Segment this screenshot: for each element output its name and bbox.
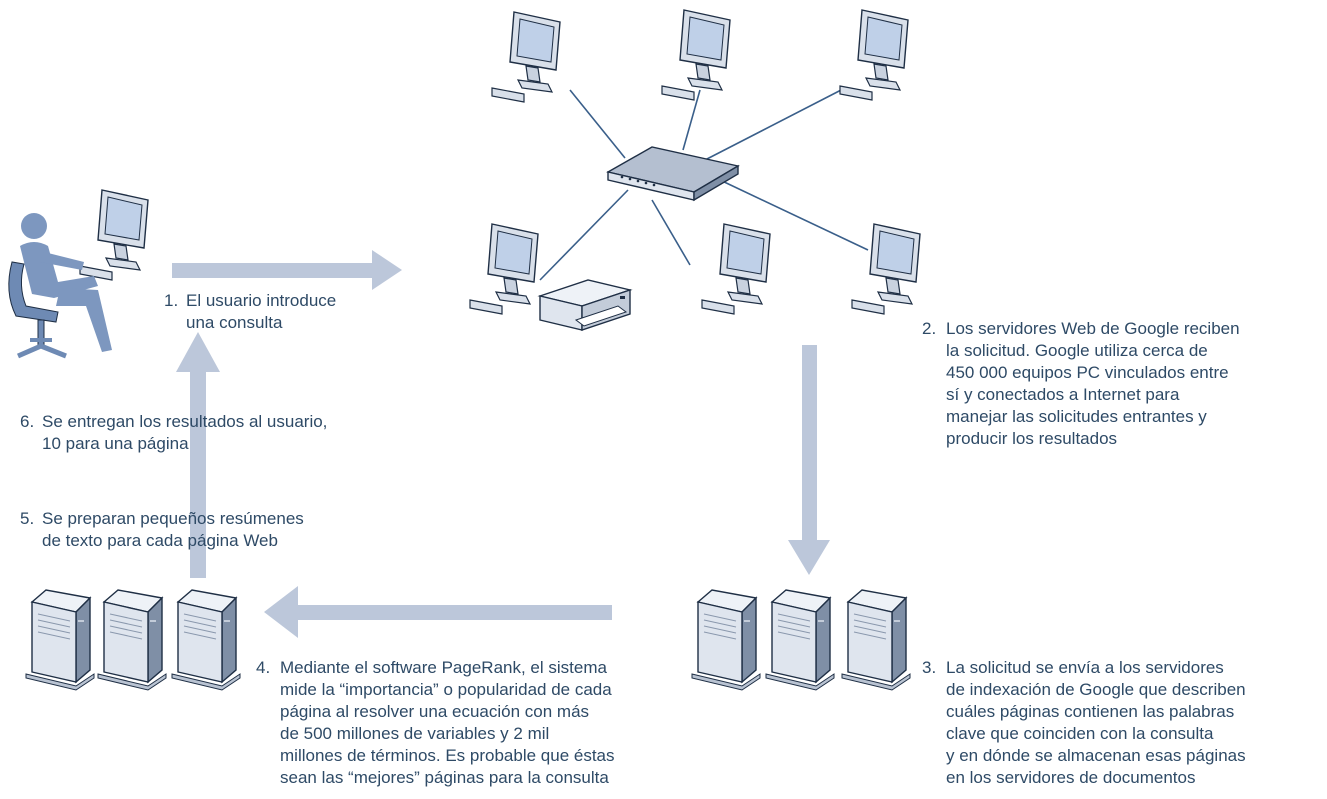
step-text: Los servidores Web de Google reciben la … [946,319,1240,448]
step-text: El usuario introduce una consulta [186,291,337,332]
step-6-label: 6. Se entregan los resultados al usuario… [20,411,400,455]
workstation-icon [661,9,731,101]
step-number: 2. [922,319,937,338]
workstation-icon [851,223,921,315]
step-number: 4. [256,658,271,677]
workstation-icon [839,9,909,101]
step-number: 6. [20,412,35,431]
step-text: La solicitud se envía a los servidores d… [946,658,1246,787]
step-number: 1. [164,291,179,310]
server-tower-icon [841,589,911,691]
step-1-label: 1. El usuario introduce una consulta [164,290,394,334]
server-tower-icon [691,589,761,691]
server-tower-icon [171,589,241,691]
step-text: Mediante el software PageRank, el sistem… [280,658,615,787]
printer-icon [537,279,633,331]
arrow-to-user [176,332,220,578]
arrow-to-network [172,250,402,290]
step-5-label: 5. Se preparan pequeños resúmenes de tex… [20,508,380,552]
network-links [539,87,869,281]
workstation-icon [701,223,771,315]
workstation-icon [491,11,561,103]
server-tower-icon [25,589,95,691]
step-text: Se preparan pequeños resúmenes de texto … [42,509,304,550]
step-number: 3. [922,658,937,677]
workstation-icon [469,223,539,315]
step-3-label: 3. La solicitud se envía a los servidore… [922,657,1322,789]
arrow-to-index-servers [788,345,830,575]
network-switch-icon [606,146,740,202]
flow-arrows [172,250,830,638]
step-2-label: 2. Los servidores Web de Google reciben … [922,318,1322,450]
server-tower-icon [765,589,835,691]
server-tower-icon [97,589,167,691]
step-4-label: 4. Mediante el software PageRank, el sis… [256,657,696,789]
user-at-computer-icon [8,189,149,359]
step-text: Se entregan los resultados al usuario, 1… [42,412,328,453]
step-number: 5. [20,509,35,528]
arrow-to-doc-servers [264,586,612,638]
